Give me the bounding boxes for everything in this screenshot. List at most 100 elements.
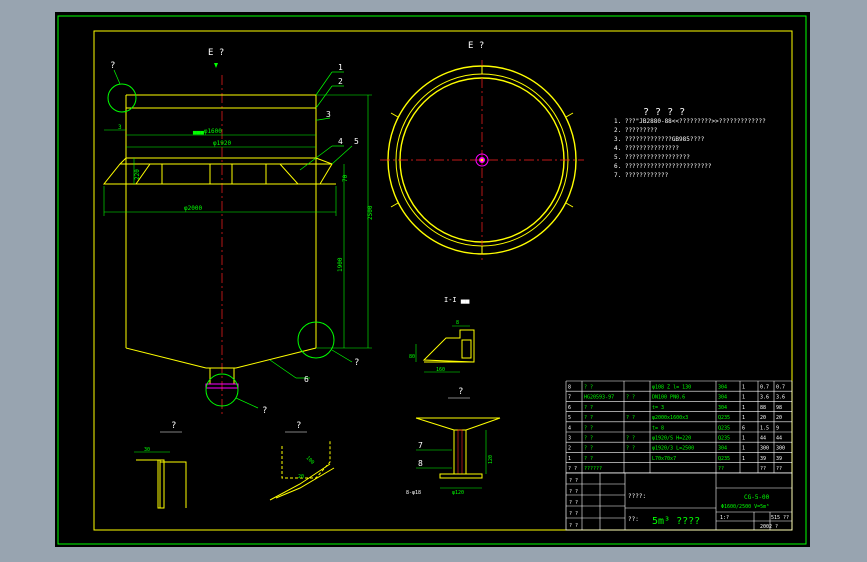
note-1: 1. ???"JB2880-88<<?????????>>???????????… [614, 118, 766, 125]
bom-cell: 20 [760, 415, 766, 421]
bom-cell: ? ? [584, 405, 593, 411]
outlet-top-circle [475, 153, 489, 167]
dim-small-3: 3 [118, 124, 122, 131]
balloon-1: 1 [338, 63, 343, 72]
section-i-i: I-I ▄▄ 160 80 8 [409, 296, 475, 373]
model-space-canvas[interactable] [55, 12, 810, 547]
bom-cell: ? ? [626, 415, 635, 421]
bom-cell: ? ? [584, 415, 593, 421]
bom-cell: 98 [776, 405, 782, 411]
bom-cell: φ2000x1600x3 [652, 415, 688, 421]
tb-scale: 1:? [720, 515, 729, 521]
outer-border [57, 15, 807, 545]
dim-h1900: 1900 [337, 257, 344, 272]
bom-cell: DN100 PN0.6 [652, 395, 685, 401]
note-3: 3. ?????????????GB985???? [614, 136, 705, 143]
dim-detail-100: 100 [305, 455, 316, 466]
inner-border [93, 30, 793, 531]
bom-cell: Q235 [718, 456, 730, 462]
notes-title: ? ? ? ? [643, 107, 685, 118]
bom-cell: 0.7 [776, 385, 785, 391]
detail-mark-tl: ? [110, 61, 115, 71]
bom-cell: 44 [760, 436, 766, 442]
bom-cell: ? ? [584, 436, 593, 442]
bom-cell: ? ? [626, 446, 635, 452]
bom-cell: 44 [776, 436, 782, 442]
detail-mark-right: ? [354, 358, 359, 368]
bom-cell: 6 [742, 425, 745, 431]
tb-sheet: 515 ?? [771, 515, 789, 521]
bom-cell: 4 [568, 425, 571, 431]
tb-r3: ? ? [569, 500, 578, 506]
bom-cell: Q235 [718, 436, 730, 442]
bom-cell: ? ? [584, 456, 593, 462]
bom-cell: 1 [742, 446, 745, 452]
view-arrow-icon [214, 63, 218, 68]
bom-cell: 5 [568, 415, 571, 421]
detail-mark-bottom: ? [262, 406, 267, 416]
detail-3-balloon-8: 8 [418, 459, 423, 468]
tb-mid-top: ????: [628, 493, 646, 500]
gusset-2 [209, 163, 233, 185]
bom-cell: ? ? [584, 385, 593, 391]
dim-detail-d120: φ120 [452, 490, 464, 496]
drawing-number: CG-5-00 [744, 494, 770, 501]
balloon-4: 4 [338, 137, 343, 146]
bom-cell: 304 [718, 446, 727, 452]
detail-1: ? 30 [134, 421, 187, 509]
dim-h80: 80 [409, 354, 415, 360]
detail-circle-bottom[interactable] [205, 373, 239, 407]
bom-cell: 1 [742, 395, 745, 401]
dim-detail-30: 30 [144, 447, 150, 453]
bom-cell: 1 [742, 405, 745, 411]
front-view-label: E ? [208, 48, 224, 58]
detail-circle-tl[interactable] [107, 83, 137, 113]
bom-cell: 1 [742, 385, 745, 391]
bom-cell: HG20593-97 [584, 395, 614, 401]
bom-cell: 1 [742, 436, 745, 442]
detail-2-mark: ? [296, 421, 301, 431]
dim-detail-20: 20 [298, 474, 304, 480]
balloon-2: 2 [338, 77, 343, 86]
bom-cell: 1.5 [760, 425, 769, 431]
bom-cell: ? ? [626, 395, 635, 401]
section-label: I-I ▄▄ [444, 296, 470, 304]
top-view-label: E ? [468, 41, 484, 51]
front-view: E ? ? ? ? [102, 48, 374, 416]
tb-mid-bot: ??: [628, 516, 639, 523]
bolt-callout: 8-φ18 [406, 490, 421, 496]
bom-cell: 39 [776, 456, 782, 462]
detail-3-balloon-7: 7 [418, 441, 423, 450]
bom-cell: 9 [776, 425, 779, 431]
bom-header-cell: ?? [776, 466, 782, 472]
detail-3: ? 120 φ120 7 8 8-φ18 [406, 387, 501, 496]
detail-2: ? 100 20 [269, 421, 335, 501]
bom-cell: 300 [776, 446, 785, 452]
bom-header-cell: ? ? [568, 466, 577, 472]
bom-cell: 304 [718, 395, 727, 401]
bom-cell: φ108 Z l= 130 [652, 385, 691, 391]
gusset-1 [135, 163, 163, 185]
bom-header-cell: ?? [718, 466, 724, 472]
tb-r5: ? ? [569, 523, 578, 529]
detail-1-mark: ? [171, 421, 176, 431]
bom-cell: 304 [718, 385, 727, 391]
drawing-spec: Φ1600/2500 V=5m³ [721, 504, 769, 510]
detail-circle-right[interactable] [297, 321, 335, 359]
bom-cell: 1 [742, 456, 745, 462]
tb-r2: ? ? [569, 489, 578, 495]
bom-cell: φ1920/3 L=2500 [652, 446, 694, 452]
bom-cell: φ1920/S H=220 [652, 436, 691, 442]
bom-cell: t= 3 [652, 405, 664, 411]
balloon-3: 3 [326, 110, 331, 119]
balloon-6: 6 [304, 375, 309, 384]
bom-cell: 2 [568, 446, 571, 452]
detail-3-mark: ? [458, 387, 463, 397]
dim-w160: 160 [436, 367, 445, 373]
cone-right [235, 347, 317, 369]
bom-cell: 3 [568, 436, 571, 442]
dim-h2500: 2500 [367, 205, 374, 220]
bom-cell: 304 [718, 405, 727, 411]
bom-cell: Q235 [718, 425, 730, 431]
